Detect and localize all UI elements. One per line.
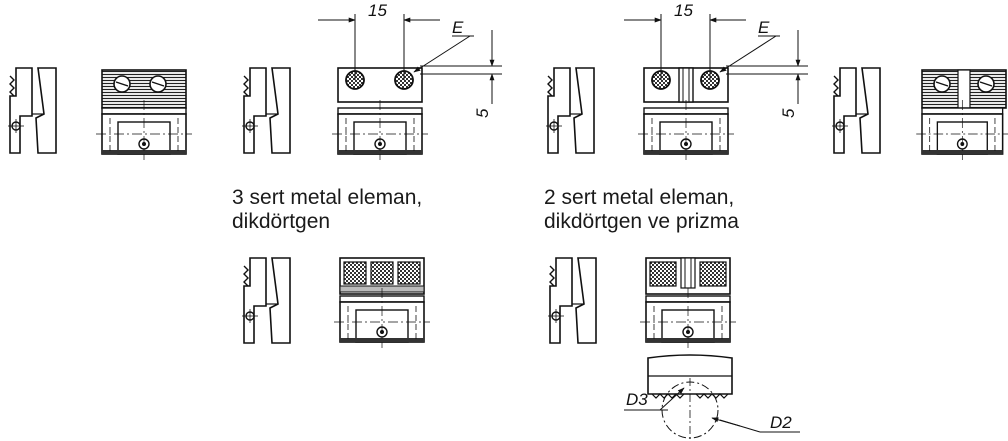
caption-three-line1: 3 sert metal eleman,	[232, 186, 423, 209]
offset-label-left: 5	[473, 108, 492, 118]
diameter-d2-label: D2	[770, 413, 792, 432]
dimension-E-5-right: E 5	[719, 18, 808, 118]
variant-lined-front	[95, 69, 193, 161]
prism-detail: D3 D2	[624, 354, 800, 441]
variant-three-inserts-side	[241, 257, 291, 344]
edge-label-right: E	[758, 18, 770, 37]
variant-buttons-side	[241, 67, 291, 154]
edge-label-left: E	[452, 18, 464, 37]
offset-label-right: 5	[779, 108, 798, 118]
dimension-E-5-left: E 5	[413, 18, 502, 118]
variant-two-inserts-front	[639, 257, 737, 349]
variant-buttons-front	[331, 67, 429, 161]
caption-two-line1: 2 sert metal eleman,	[544, 186, 735, 209]
variant-groove-side	[545, 67, 595, 154]
dimension-width-label: 15	[368, 1, 387, 20]
variant-groove-front	[637, 67, 735, 161]
variant-lined-side	[7, 67, 57, 154]
variant-lined-groove-front	[915, 69, 1008, 161]
variant-lined-groove-side	[831, 67, 881, 154]
caption-two-elements: 2 sert metal eleman, dikdörtgen ve prizm…	[544, 186, 739, 234]
dimension-15-right: 15	[624, 1, 746, 80]
variant-two-inserts-side	[547, 257, 597, 344]
diameter-d3-label: D3	[626, 390, 648, 409]
dimension-width-label-right: 15	[674, 1, 693, 20]
dimension-15-left: 15	[318, 1, 440, 80]
caption-three-line2: dikdörtgen	[232, 210, 331, 233]
caption-three-elements: 3 sert metal eleman, dikdörtgen	[232, 186, 422, 234]
caption-two-line2: dikdörtgen ve prizma	[544, 210, 739, 233]
variant-three-inserts-front	[333, 257, 431, 349]
